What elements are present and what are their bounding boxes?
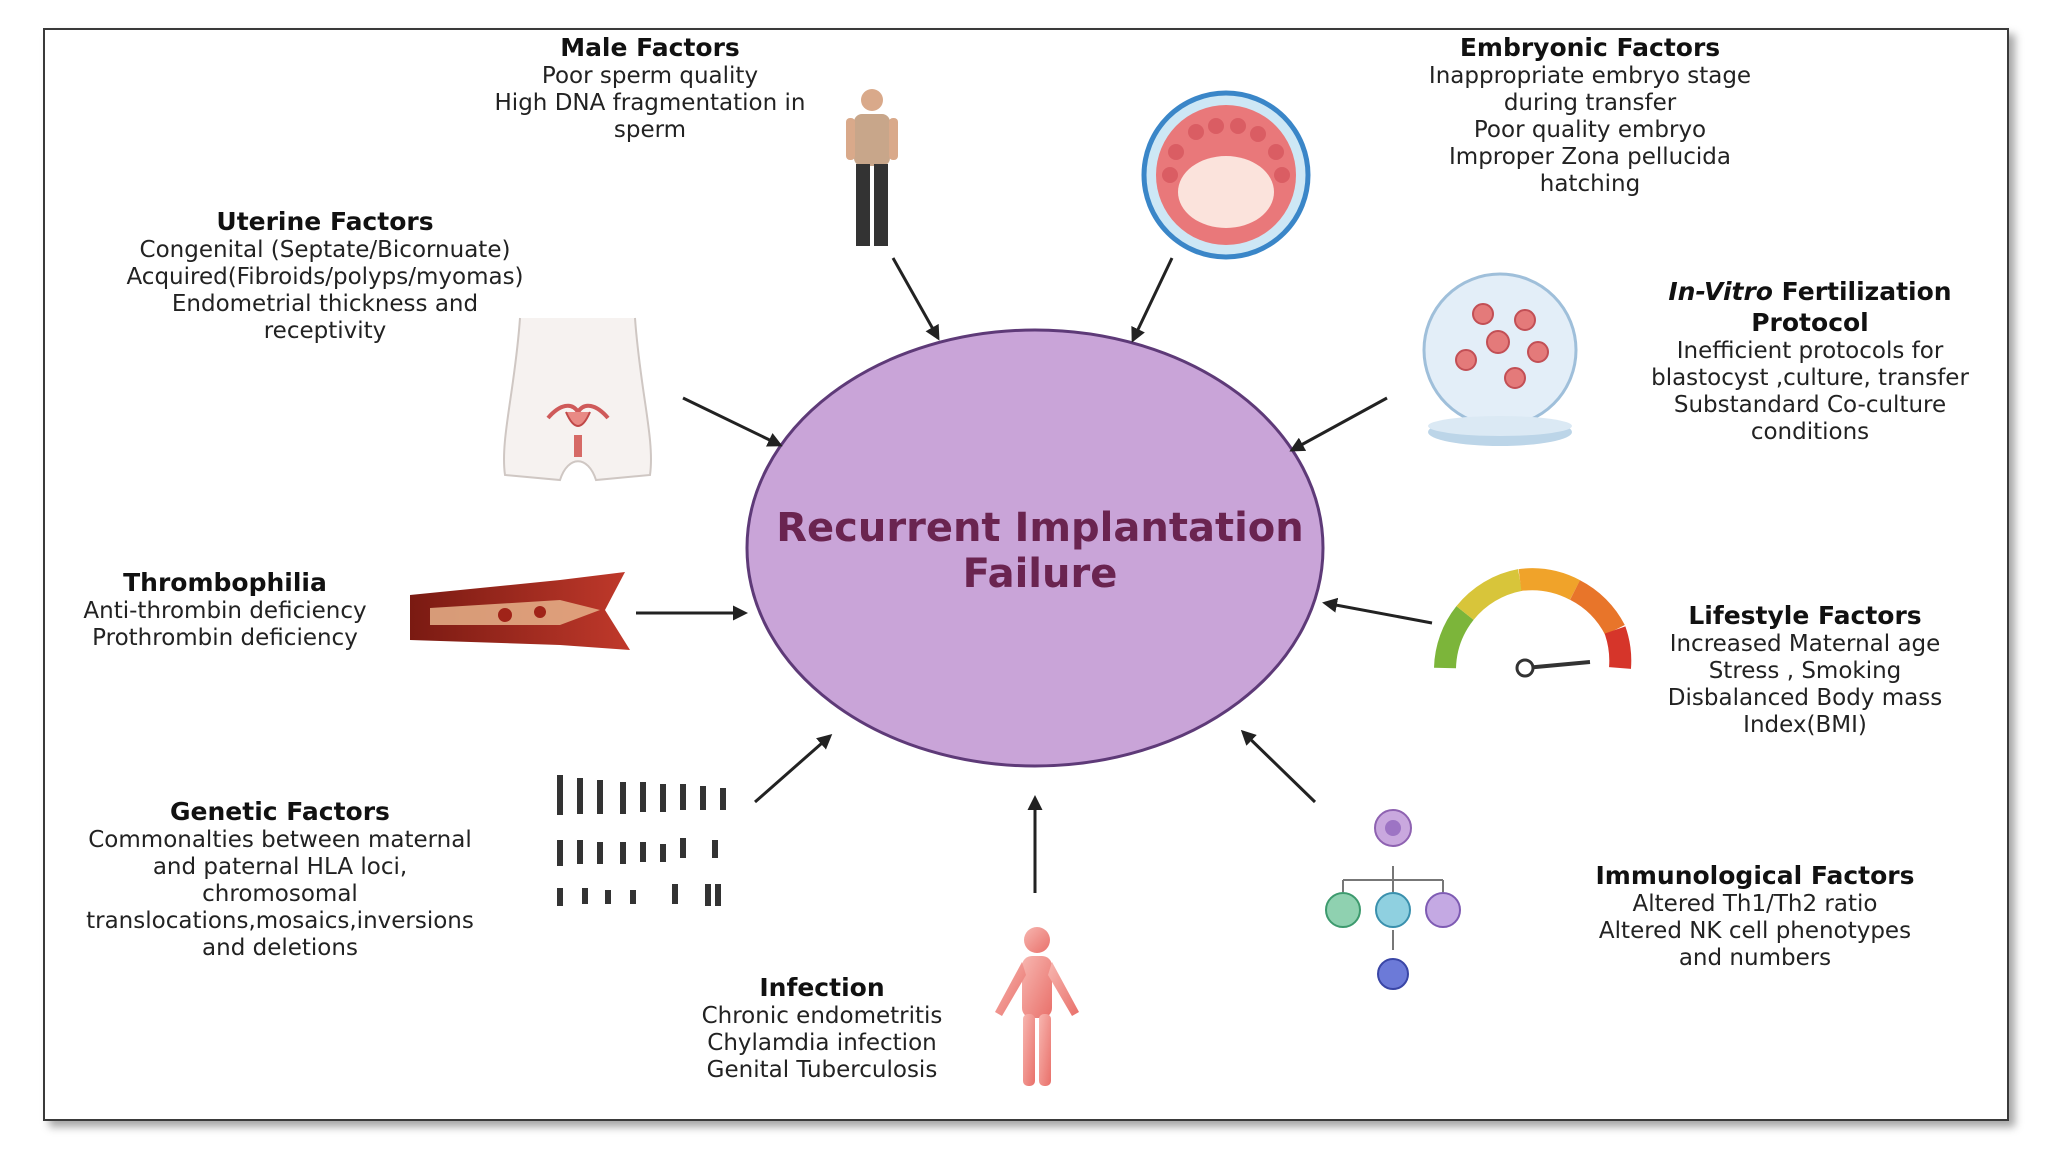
lifestyle-gauge-icon bbox=[1434, 568, 1632, 678]
infection-block: Infection Chronic endometritis Chylamdia… bbox=[672, 972, 972, 1084]
embryonic-factors-line: Inappropriate embryo stage bbox=[1428, 63, 1752, 89]
infection-line: Genital Tuberculosis bbox=[706, 1057, 938, 1083]
thrombophilia-line: Prothrombin deficiency bbox=[92, 625, 358, 651]
genetic-factors-title: Genetic Factors bbox=[170, 797, 390, 826]
center-circle bbox=[745, 328, 1325, 768]
lifestyle-factors-line: Disbalanced Body mass bbox=[1667, 685, 1943, 711]
embryo-icon bbox=[1141, 90, 1311, 260]
male-factors-block: Male Factors Poor sperm quality High DNA… bbox=[460, 32, 840, 144]
thrombophilia-title: Thrombophilia bbox=[123, 568, 327, 597]
infection-line: Chylamdia infection bbox=[707, 1030, 937, 1056]
arrow-embryonic bbox=[1131, 257, 1174, 343]
infection-line: Chronic endometritis bbox=[701, 1003, 943, 1029]
arrow-ivf bbox=[1289, 396, 1388, 452]
immunological-factors-line: Altered NK cell phenotypes bbox=[1598, 918, 1912, 944]
thrombophilia-block: Thrombophilia Anti-thrombin deficiency P… bbox=[55, 567, 395, 652]
thrombophilia-line: Anti-thrombin deficiency bbox=[83, 598, 367, 624]
lifestyle-factors-line: Index(BMI) bbox=[1743, 712, 1867, 738]
ivf-protocol-line: Substandard Co-culture bbox=[1673, 392, 1947, 418]
ivf-protocol-title-line2: Protocol bbox=[1751, 308, 1869, 337]
lifestyle-factors-line: Stress , Smoking bbox=[1708, 658, 1902, 684]
embryonic-factors-block: Embryonic Factors Inappropriate embryo s… bbox=[1385, 32, 1795, 198]
ivf-protocol-line: conditions bbox=[1750, 419, 1870, 445]
embryonic-factors-line: Poor quality embryo bbox=[1473, 117, 1707, 143]
lifestyle-factors-title: Lifestyle Factors bbox=[1688, 601, 1922, 630]
lifestyle-factors-block: Lifestyle Factors Increased Maternal age… bbox=[1640, 600, 1970, 739]
genetic-factors-block: Genetic Factors Commonalties between mat… bbox=[45, 796, 515, 962]
lifestyle-factors-line: Increased Maternal age bbox=[1669, 631, 1941, 657]
immunological-factors-line: and numbers bbox=[1678, 945, 1832, 971]
embryonic-factors-line: Improper Zona pellucida bbox=[1449, 144, 1731, 170]
ivf-protocol-line: blastocyst ,culture, transfer bbox=[1651, 365, 1969, 391]
petri-dish-icon bbox=[1422, 272, 1578, 446]
male-factors-line: Poor sperm quality bbox=[541, 63, 759, 89]
ivf-protocol-title: In-Vitro Fertilization bbox=[1605, 276, 2015, 307]
embryonic-factors-title: Embryonic Factors bbox=[1459, 33, 1721, 62]
uterine-factors-line: receptivity bbox=[263, 318, 387, 344]
immunological-factors-line: Altered Th1/Th2 ratio bbox=[1632, 891, 1878, 917]
immune-cells-icon bbox=[1325, 809, 1461, 990]
center-label-line2: Failure bbox=[962, 551, 1118, 597]
male-factors-line: High DNA fragmentation in bbox=[494, 90, 806, 116]
human-body-icon bbox=[995, 927, 1079, 1086]
center-label-line1: Recurrent Implantation bbox=[776, 505, 1304, 551]
embryonic-factors-line: during transfer bbox=[1503, 90, 1677, 116]
karyotype-icon bbox=[557, 775, 726, 906]
uterus-torso-icon bbox=[503, 317, 652, 482]
uterine-factors-block: Uterine Factors Congenital (Septate/Bico… bbox=[80, 206, 570, 345]
arrow-genetic bbox=[754, 734, 833, 804]
arrow-male bbox=[891, 257, 940, 341]
uterine-factors-line: Congenital (Septate/Bicornuate) bbox=[139, 237, 511, 263]
male-factors-title: Male Factors bbox=[560, 33, 740, 62]
uterine-factors-title: Uterine Factors bbox=[216, 207, 434, 236]
infection-title: Infection bbox=[759, 973, 885, 1002]
ivf-protocol-block: In-Vitro Fertilization Protocol Ineffici… bbox=[1605, 276, 2015, 446]
genetic-factors-line: and deletions bbox=[202, 935, 358, 961]
immunological-factors-block: Immunological Factors Altered Th1/Th2 ra… bbox=[1570, 860, 1940, 972]
ivf-title-italic: In-Vitro bbox=[1668, 277, 1773, 306]
center-label: Recurrent Implantation Failure bbox=[750, 505, 1330, 597]
arrow-lifestyle bbox=[1322, 597, 1433, 625]
male-figure-icon bbox=[846, 89, 898, 246]
genetic-factors-line: translocations,mosaics,inversions bbox=[86, 908, 474, 934]
genetic-factors-line: chromosomal bbox=[202, 881, 358, 907]
blood-vessel-icon bbox=[410, 572, 630, 650]
arrow-immunological bbox=[1240, 729, 1317, 804]
ivf-title-rest: Fertilization bbox=[1772, 277, 1952, 306]
arrow-uterine bbox=[682, 396, 783, 447]
genetic-factors-line: and paternal HLA loci, bbox=[152, 854, 408, 880]
uterine-factors-line: Endometrial thickness and bbox=[171, 291, 479, 317]
immunological-factors-title: Immunological Factors bbox=[1595, 861, 1915, 890]
ivf-protocol-line: Inefficient protocols for bbox=[1676, 338, 1944, 364]
genetic-factors-line: Commonalties between maternal bbox=[88, 827, 472, 853]
male-factors-line: sperm bbox=[613, 117, 687, 143]
embryonic-factors-line: hatching bbox=[1539, 171, 1641, 197]
uterine-factors-line: Acquired(Fibroids/polyps/myomas) bbox=[126, 264, 524, 290]
